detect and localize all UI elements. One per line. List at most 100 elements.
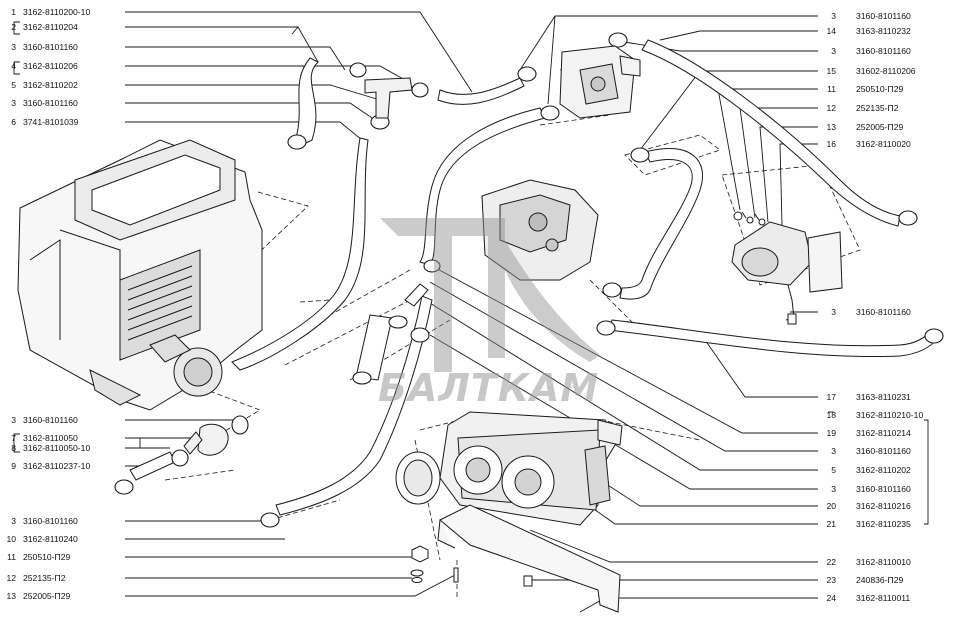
- left-callout-4: 4 3162-8110206: [6, 61, 78, 71]
- callout-number: 8: [11, 443, 16, 453]
- part-number: 3162-8110237-10: [23, 461, 91, 471]
- right-callout-number: 20: [826, 501, 836, 511]
- part-number: 3162-8110206: [23, 61, 78, 71]
- left-callout-3: 3 3160-8101160: [6, 415, 78, 425]
- watermark-text: БАЛТКАМ: [378, 366, 600, 410]
- right-callout-number: 5: [831, 465, 836, 475]
- part-number: 3160-8101160: [23, 98, 78, 108]
- callout-number: 1: [11, 7, 16, 17]
- right-callout-number: 15: [826, 66, 836, 76]
- right-callout-number: 16: [826, 139, 836, 149]
- right-callout-number: 3: [831, 11, 836, 21]
- hose-right-mid: [619, 147, 704, 300]
- hose-right-long: [641, 39, 901, 227]
- left-callout-11: 11 250510-П29: [6, 552, 70, 562]
- part-number: 3741-8101039: [23, 117, 79, 127]
- callout-number: 11: [7, 552, 16, 562]
- right-part-number: 3162-8110214: [856, 428, 911, 438]
- left-callout-13: 13 252005-П29: [6, 591, 70, 601]
- callout-number: 3: [11, 516, 16, 526]
- right-callout-number: 22: [826, 557, 836, 567]
- left-callout-2: 2 3162-8110204: [6, 22, 78, 32]
- right-part-number: 3162-8110235: [856, 519, 911, 529]
- right-callout-number: 3: [831, 46, 836, 56]
- right-part-number: 3162-8110020: [856, 139, 911, 149]
- right-part-number: 31602-8110206: [856, 66, 916, 76]
- hose-clamps: [114, 32, 944, 528]
- right-callout-number: 3: [831, 484, 836, 494]
- right-part-number: 240836-П29: [856, 575, 904, 585]
- callout-number: 7: [11, 433, 16, 443]
- right-callout-number: 3: [831, 307, 836, 317]
- left-callout-6: 6 3741-8101039: [6, 117, 78, 127]
- part-number: 3162-8110202: [23, 80, 78, 90]
- left-callout-8: 8 3162-8110050-10: [6, 443, 90, 453]
- watermark-logo: [380, 218, 600, 372]
- left-callout-1: 1 3162-8110200-10: [6, 7, 90, 17]
- callout-number: 10: [6, 534, 16, 544]
- fasteners: [410, 211, 766, 587]
- right-callout-number: 13: [826, 122, 836, 132]
- right-part-number: 3163-8110232: [856, 26, 911, 36]
- hose-lower-center: [275, 295, 433, 516]
- right-part-number: 252005-П29: [856, 122, 904, 132]
- right-callout-number: 18: [826, 410, 836, 420]
- hose-lower-right: [607, 319, 939, 357]
- callout-number: 4: [11, 61, 16, 71]
- callout-number: 3: [11, 415, 16, 425]
- right-part-number: 3162-8110216: [856, 501, 911, 511]
- right-part-number: 3162-8110202: [856, 465, 911, 475]
- right-callout-number: 21: [826, 519, 836, 529]
- right-callout-number: 17: [826, 392, 836, 402]
- part-number: 3160-8101160: [23, 516, 78, 526]
- part-number: 3162-8110200-10: [23, 7, 91, 17]
- callout-number: 6: [11, 117, 16, 127]
- right-part-number: 3162-8110010: [856, 557, 911, 567]
- right-callout-number: 11: [827, 84, 836, 94]
- hose-top-center: [437, 77, 525, 105]
- right-callout-number: 24: [826, 593, 836, 603]
- mounting-bracket: [437, 504, 621, 613]
- part-number: 252135-П2: [23, 573, 66, 583]
- callout-number: 9: [11, 461, 16, 471]
- left-callout-7: 7 3162-8110050: [6, 433, 78, 443]
- hose-long-left: [231, 137, 369, 371]
- right-part-number: 3160-8101160: [856, 484, 911, 494]
- left-callout-3: 3 3160-8101160: [6, 516, 78, 526]
- left-callout-10: 10 3162-8110240: [6, 534, 78, 544]
- part-number: 250510-П29: [23, 552, 71, 562]
- leader-lines: [125, 11, 929, 613]
- callout-number: 2: [11, 22, 16, 32]
- hose-upper-left: [295, 57, 319, 146]
- callout-number: 13: [6, 591, 16, 601]
- callout-number: 3: [11, 98, 16, 108]
- callout-number: 3: [11, 42, 16, 52]
- right-part-number: 3160-8101160: [856, 46, 911, 56]
- right-callout-number: 14: [826, 26, 836, 36]
- part-number: 3160-8101160: [23, 42, 78, 52]
- hose-valve-piece: [355, 314, 393, 381]
- right-callout-number: 3: [831, 446, 836, 456]
- fittings: [183, 77, 413, 456]
- callout-number: 12: [6, 573, 16, 583]
- right-part-number: 252135-П2: [856, 103, 899, 113]
- right-part-number: 3162-8110011: [856, 593, 911, 603]
- right-part-number: 250510-П29: [856, 84, 904, 94]
- part-number: 3162-8110050: [23, 433, 78, 443]
- part-number: 3162-8110204: [23, 22, 78, 32]
- left-callout-3: 3 3160-8101160: [6, 42, 78, 52]
- part-number: 252005-П29: [23, 591, 71, 601]
- part-number: 3162-8110240: [23, 534, 78, 544]
- part-number: 3162-8110050-10: [23, 443, 91, 453]
- left-callout-12: 12 252135-П2: [6, 573, 66, 583]
- left-callout-9: 9 3162-8110237-10: [6, 461, 90, 471]
- right-part-number: 3163-8110231: [856, 392, 911, 402]
- part-number: 3160-8101160: [23, 415, 78, 425]
- hose-center: [419, 107, 546, 266]
- heater-housing: [17, 139, 263, 411]
- hoses: [129, 39, 939, 516]
- right-callout-number: 12: [826, 103, 836, 113]
